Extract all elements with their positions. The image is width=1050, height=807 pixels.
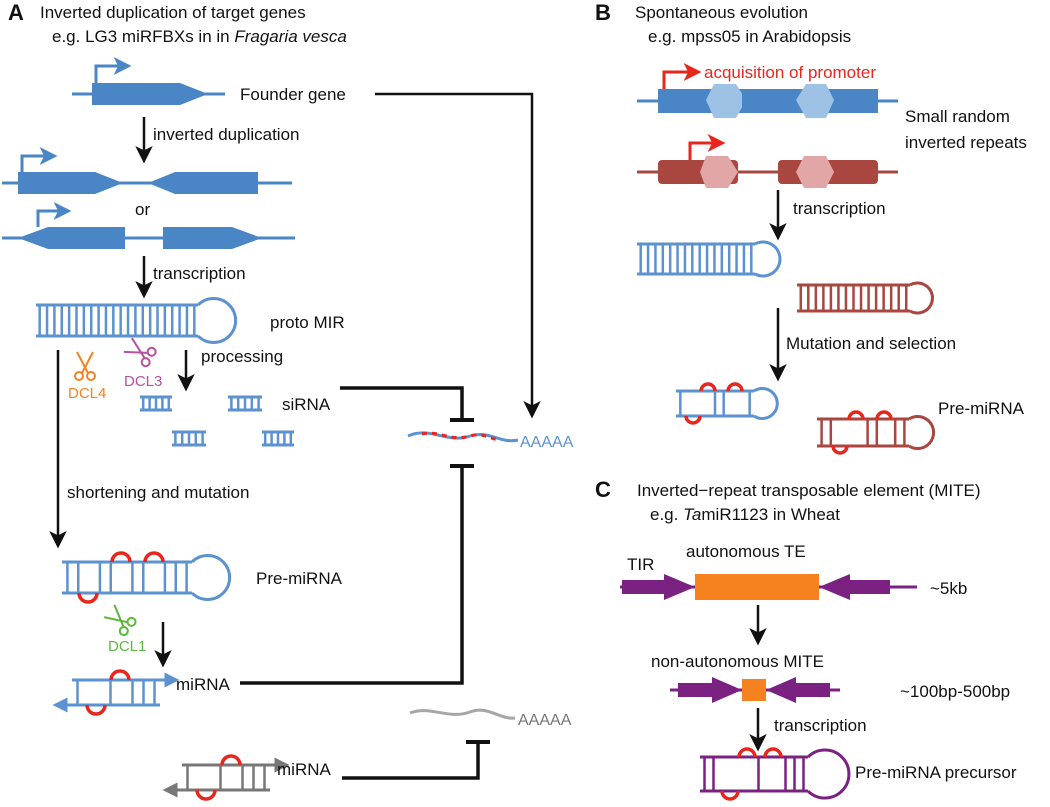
target-mrna-gray-icon <box>409 708 516 720</box>
shortening-label: shortening and mutation <box>67 483 249 502</box>
sirna-inhibition-line <box>340 386 464 418</box>
small-inverted-repeat-blue-icon <box>637 84 898 118</box>
dcl3-scissors-icon <box>123 337 157 368</box>
c-pre-mirna-precursor-icon <box>700 747 851 801</box>
polya-gray-label: AAAAA <box>518 712 572 729</box>
dcl1-scissors-icon <box>103 604 137 637</box>
proto-mir-label: proto MIR <box>270 313 345 332</box>
promoter-arrow-icon <box>662 63 702 89</box>
tir-label: TIR <box>627 555 654 574</box>
arrow-founder-to-target <box>375 92 541 419</box>
mirna-duplex-gray-icon <box>162 754 290 801</box>
sirna-label: siRNA <box>282 395 331 414</box>
dcl4-scissors-icon <box>74 351 96 381</box>
mirna-label-blue: miRNA <box>176 675 230 694</box>
dcl4-label: DCL4 <box>68 385 106 402</box>
panel-a-letter: A <box>8 0 24 25</box>
target-mrna-icon <box>407 431 519 443</box>
transcription-label-c: transcription <box>774 716 867 735</box>
mite-icon <box>670 677 840 703</box>
mirna-label-gray: miRNA <box>277 760 331 779</box>
founder-gene-icon <box>72 57 225 105</box>
pre-mirna-label-a: Pre-miRNA <box>256 569 343 588</box>
mirna-inhibition-line <box>240 468 464 685</box>
inverted-duplication-label: inverted duplication <box>153 125 299 144</box>
panel-a-example: e.g. LG3 miRFBXs in in Fragaria vesca <box>52 27 347 46</box>
promoter-arrow-icon-2 <box>688 134 726 160</box>
panel-a: A Inverted duplication of target genes e… <box>2 0 574 801</box>
panel-c-title: Inverted−repeat transposable element (MI… <box>637 481 980 500</box>
autonomous-te-label: autonomous TE <box>686 542 806 561</box>
b-pre-mirna-brown-icon <box>817 410 936 455</box>
panel-a-title: Inverted duplication of target genes <box>40 3 306 22</box>
non-autonomous-label: non-autonomous MITE <box>651 652 824 671</box>
autonomous-te-icon <box>620 574 917 600</box>
duplicated-gene-head-to-head-icon <box>2 202 295 249</box>
pre-mirna-label-b: Pre-miRNA <box>938 399 1025 418</box>
panel-b-title: Spontaneous evolution <box>635 3 808 22</box>
b-hairpin-blue-icon <box>637 240 782 278</box>
size-5kb-label: ~5kb <box>930 579 967 598</box>
panel-c: C Inverted−repeat transposable element (… <box>595 477 1017 801</box>
panel-c-letter: C <box>595 477 611 502</box>
small-random-label-1: Small random <box>905 107 1010 126</box>
panel-b-example: e.g. mpss05 in Arabidopsis <box>648 27 851 46</box>
polya-blue-label: AAAAA <box>520 434 574 451</box>
mutation-label: Mutation and selection <box>786 334 956 353</box>
mirna-gray-inhibition-line <box>342 744 480 780</box>
b-hairpin-brown-icon <box>797 281 934 315</box>
duplicated-gene-tail-to-tail-icon <box>2 147 292 194</box>
transcription-label-a: transcription <box>153 264 246 283</box>
acquisition-label: acquisition of promoter <box>704 63 876 82</box>
mirna-duplex-blue-icon <box>52 669 180 716</box>
size-mite-label: ~100bp-500bp <box>900 682 1010 701</box>
small-random-label-2: inverted repeats <box>905 133 1027 152</box>
proto-mir-hairpin-icon <box>36 297 238 344</box>
dcl1-label: DCL1 <box>108 638 146 655</box>
processing-label: processing <box>201 347 283 366</box>
precursor-label: Pre-miRNA precursor <box>855 763 1017 782</box>
or-label: or <box>135 200 150 219</box>
panel-b-letter: B <box>595 0 611 25</box>
panel-b: B Spontaneous evolution e.g. mpss05 in A… <box>595 0 1027 455</box>
panel-c-example: e.g. TamiR1123 in Wheat <box>650 505 840 524</box>
founder-gene-label: Founder gene <box>240 85 346 104</box>
b-pre-mirna-blue-icon <box>676 382 779 425</box>
small-inverted-repeat-brown-icon <box>637 156 898 188</box>
sirna-duplexes-icon <box>140 395 294 447</box>
dcl3-label: DCL3 <box>124 373 162 390</box>
pre-mirna-hairpin-a-icon <box>62 551 232 604</box>
transcription-label-b: transcription <box>793 199 886 218</box>
